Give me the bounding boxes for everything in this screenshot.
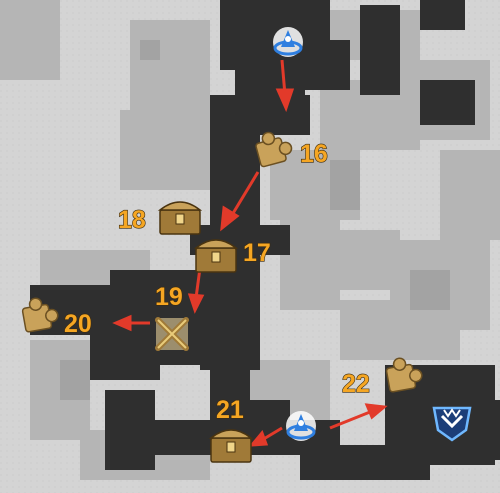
- route-arrow-17-to-19: [187, 267, 205, 314]
- route-arrow-waypoint-to-21: [248, 426, 283, 447]
- domain-entrance-icon[interactable]: [432, 406, 472, 442]
- route-arrow-19-to-20: [112, 314, 150, 332]
- route-arrow-waypoint-to-16: [275, 59, 295, 113]
- marker-label-21: 21: [216, 396, 244, 424]
- marker-label-16: 16: [300, 140, 328, 168]
- teleport-waypoint-icon[interactable]: [286, 411, 316, 441]
- teleport-waypoint-icon[interactable]: [273, 27, 303, 57]
- marker-label-17: 17: [243, 239, 271, 267]
- chest-icon[interactable]: [193, 239, 239, 273]
- chest-icon[interactable]: [208, 429, 254, 463]
- marker-label-19: 19: [155, 283, 183, 311]
- marker-label-18: 18: [118, 206, 146, 234]
- marker-label-20: 20: [64, 310, 92, 338]
- chest-icon[interactable]: [157, 201, 203, 235]
- route-arrow-waypoint-to-22: [329, 403, 388, 430]
- route-arrow-16-to-17: [220, 171, 260, 232]
- route-arrows: [112, 59, 388, 447]
- buildings-dark-layer: [60, 40, 450, 400]
- crossed-swords-icon[interactable]: [155, 317, 189, 351]
- marker-labels: 16 18 17 19 20 21 22: [63, 139, 370, 424]
- marker-label-22: 22: [342, 370, 370, 398]
